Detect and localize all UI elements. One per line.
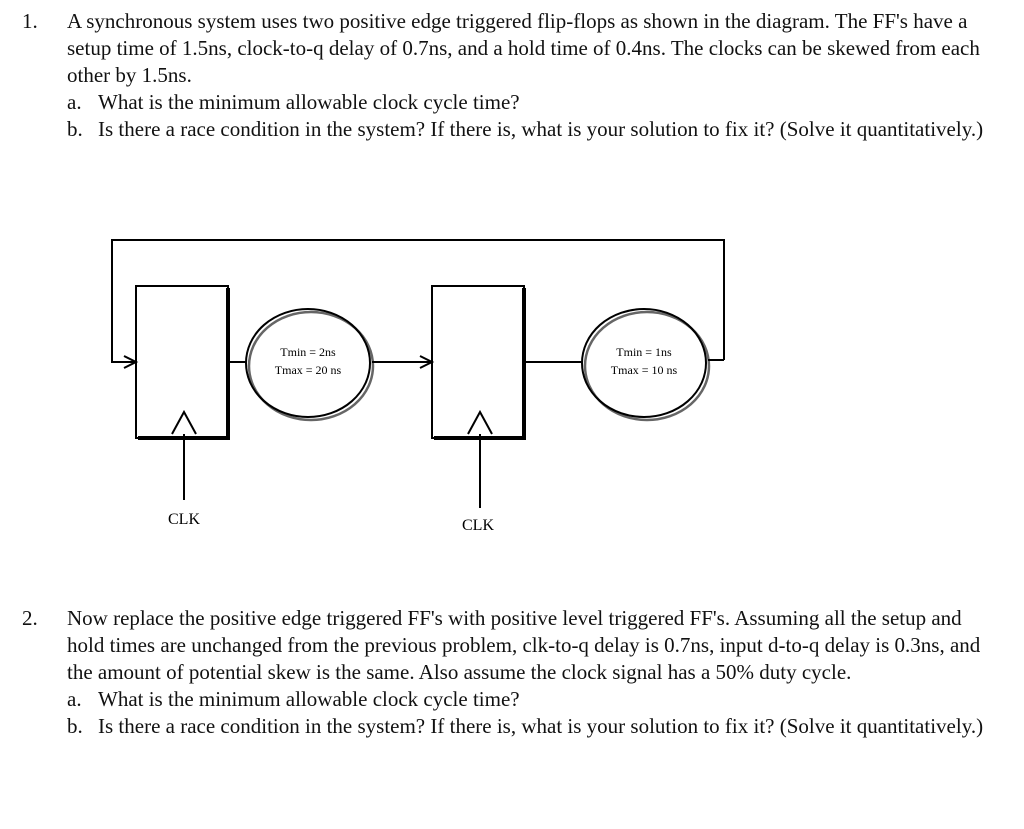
question-1a-letter: a.: [67, 90, 82, 114]
logic-block-2: Tmin = 1ns Tmax = 10 ns: [581, 308, 711, 422]
ff2-clock-triangle-icon: [467, 409, 493, 435]
question-1b: b. Is there a race condition in the syst…: [22, 116, 992, 143]
clk-1-label: CLK: [168, 511, 200, 528]
question-2b-letter: b.: [67, 714, 83, 738]
flip-flop-1: [135, 285, 230, 440]
question-1: 1. A synchronous system uses two positiv…: [22, 8, 992, 143]
logic-block-1-tmax: Tmax = 20 ns: [275, 363, 342, 377]
question-1-number: 1.: [22, 9, 38, 33]
logic-block-1-tmin: Tmin = 2ns: [280, 345, 336, 359]
question-2a-text: What is the minimum allowable clock cycl…: [98, 687, 520, 711]
feedback-wire: [111, 239, 725, 363]
logic-block-1: Tmin = 2ns Tmax = 20 ns: [245, 308, 375, 422]
question-1a: a. What is the minimum allowable clock c…: [22, 89, 992, 116]
flip-flop-circuit-diagram: Tmin = 2ns Tmax = 20 ns Tmin = 1ns Tmax …: [111, 239, 725, 534]
question-2: 2. Now replace the positive edge trigger…: [22, 605, 992, 740]
logic-block-2-tmin: Tmin = 1ns: [616, 345, 672, 359]
question-2-number: 2.: [22, 606, 38, 630]
logic-block-2-tmax: Tmax = 10 ns: [611, 363, 678, 377]
question-1b-letter: b.: [67, 117, 83, 141]
flip-flop-2: [431, 285, 526, 440]
question-2-text: Now replace the positive edge triggered …: [67, 606, 981, 684]
question-1-text: A synchronous system uses two positive e…: [67, 9, 980, 87]
question-2b-text: Is there a race condition in the system?…: [98, 714, 984, 738]
question-2a: a. What is the minimum allowable clock c…: [22, 686, 992, 713]
clk-2-label: CLK: [462, 517, 494, 534]
ff1-clock-triangle-icon: [171, 409, 197, 435]
question-2a-letter: a.: [67, 687, 82, 711]
question-1b-text: Is there a race condition in the system?…: [98, 117, 984, 141]
question-2b: b. Is there a race condition in the syst…: [22, 713, 992, 740]
question-1a-text: What is the minimum allowable clock cycl…: [98, 90, 520, 114]
